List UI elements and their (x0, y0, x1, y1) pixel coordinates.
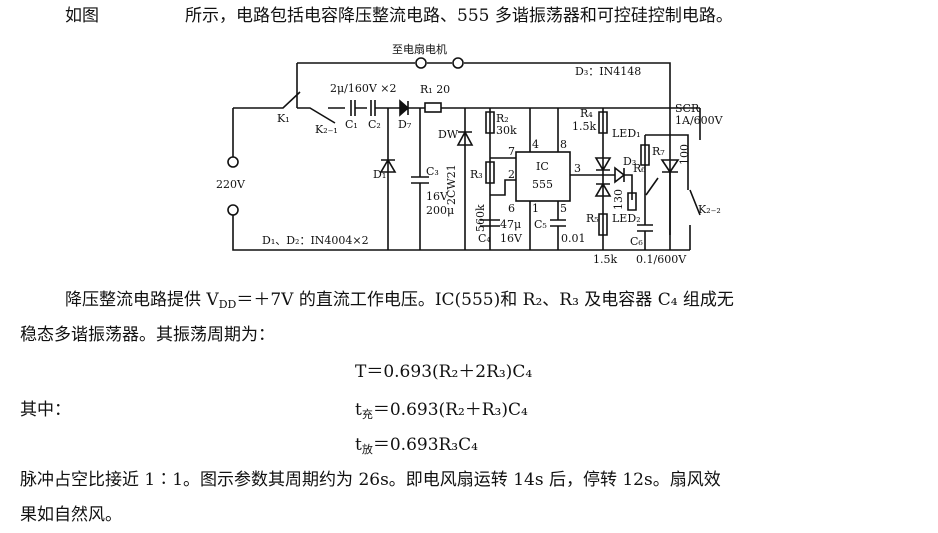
intro-lead: 如图 (65, 6, 99, 26)
label-k1: K₁ (277, 112, 290, 125)
f3-b: ＝0.693R₃C₄ (372, 435, 478, 455)
label-k22: K₂₋₂ (698, 203, 721, 216)
pin-8: 8 (560, 138, 567, 151)
motor-terminal (452, 57, 464, 69)
label-c4: C₄ (478, 232, 491, 245)
label-led1: LED₁ (612, 127, 641, 140)
label-scrv: 1A/600V (675, 114, 724, 127)
ic-555 (515, 151, 571, 202)
label-r4v: 1.5k (572, 120, 596, 133)
label-c3v2: 200μ (426, 204, 454, 217)
pin-5: 5 (560, 202, 567, 215)
wire (490, 157, 516, 196)
label-motor: 至电扇电机 (392, 42, 447, 56)
formula-charge: t充＝0.693(R₂＋R₃)C₄ (355, 400, 528, 425)
f3-a: t (355, 435, 362, 455)
label-r7v: 100 (678, 144, 691, 165)
label-d3-type: D₃：IN4148 (575, 65, 641, 78)
label-led2: LED₂ (612, 212, 641, 225)
pin-6: 6 (508, 202, 515, 215)
f2-sub: 充 (361, 408, 373, 421)
capacitor-c3 (411, 108, 429, 250)
circuit-diagram: 至电扇电机 D₃：IN4148 2μ/160V ×2 R₁ 20 K₁ K₂₋₁… (216, 42, 724, 266)
p1-sub: DD (218, 298, 237, 311)
switch-k22 (689, 108, 701, 250)
label-r4: R₄ (580, 107, 593, 120)
label-r2v: 30k (496, 124, 517, 137)
label-scr: SCR (675, 102, 700, 115)
zener-dw (456, 108, 474, 250)
paragraph-3: 脉冲占空比接近 1∶1。图示参数其周期约为 26s。即电风扇运转 14s 后，停… (20, 470, 721, 490)
f2-b: ＝0.693(R₂＋R₃)C₄ (372, 400, 528, 420)
label-k21: K₂₋₁ (315, 123, 338, 136)
pin-7: 7 (508, 145, 515, 158)
label-r3: R₃ (470, 168, 483, 181)
label-dw: DW (438, 128, 459, 141)
label-r1: R₁ 20 (420, 83, 450, 96)
label-c6: C₆ (630, 235, 643, 248)
pin-4: 4 (532, 138, 539, 151)
label-ic-555: 555 (532, 178, 553, 191)
p1-text-a: 降压整流电路提供 V (65, 290, 219, 310)
label-c4v2: 16V (500, 232, 523, 245)
formula-period: T＝0.693(R₂＋2R₃)C₄ (355, 362, 533, 382)
formula-discharge: t放＝0.693R₃C₄ (355, 435, 478, 460)
label-220v: 220V (216, 178, 246, 191)
paragraph-2: 稳态多谐振荡器。其振荡周期为： (20, 325, 275, 345)
paragraph-1: 降压整流电路提供 VDD＝＋7V 的直流工作电压。IC(555)和 R₂、R₃ … (65, 290, 734, 315)
c6-r7 (637, 134, 689, 250)
label-caps: 2μ/160V ×2 (330, 82, 397, 95)
label-r6: R₆ (633, 162, 646, 175)
label-c2: C₂ (368, 118, 381, 131)
ic-pins (529, 108, 566, 250)
wire (232, 91, 690, 251)
label-c3: C₃ (426, 165, 439, 178)
d3-r6 (603, 166, 637, 211)
label-c5: C₅ (534, 218, 547, 231)
pin-1: 1 (532, 202, 539, 215)
where-label: 其中： (20, 400, 71, 420)
label-d7: D₇ (398, 118, 412, 131)
label-d1-d2: D₁、D₂：IN4004×2 (262, 234, 369, 247)
label-r2: R₂ (496, 112, 509, 125)
label-c5v: 0.01 (561, 232, 586, 245)
led-branch (570, 108, 612, 250)
scr (645, 159, 680, 250)
pin-2: 2 (508, 168, 515, 181)
label-r5: R₅ (586, 212, 599, 225)
label-r5v: 1.5k (593, 253, 617, 266)
label-r3v: 560k (474, 204, 487, 232)
f3-sub: 放 (361, 443, 373, 456)
paragraph-4: 果如自然风。 (20, 505, 122, 525)
ac-terminal (227, 156, 239, 168)
label-c4v: 47μ (500, 218, 521, 231)
diode-d1 (379, 108, 397, 250)
pin-3: 3 (574, 162, 581, 175)
r2-r3-c4 (480, 108, 500, 250)
label-r7: R₇ (652, 145, 665, 158)
label-d3: D₃ (623, 155, 636, 168)
intro-text: 所示，电路包括电容降压整流电路、555 多谐振荡器和可控硅控制电路。 (185, 6, 733, 26)
p1-text-b: ＝＋7V 的直流工作电压。IC(555)和 R₂、R₃ 及电容器 C₄ 组成无 (236, 290, 734, 310)
diode-d7 (399, 99, 410, 117)
ac-terminal (227, 204, 239, 216)
resistor-r1 (424, 102, 442, 113)
label-d1: D₁ (373, 168, 386, 181)
label-c6v: 0.1/600V (636, 253, 687, 266)
label-r6v: 130 (612, 189, 625, 210)
label-c1: C₁ (345, 118, 358, 131)
label-dwv: 2CW21 (445, 164, 458, 205)
f2-a: t (355, 400, 362, 420)
motor-terminal (415, 57, 427, 69)
label-c3v: 16V (426, 190, 449, 203)
label-ic: IC (536, 160, 549, 173)
